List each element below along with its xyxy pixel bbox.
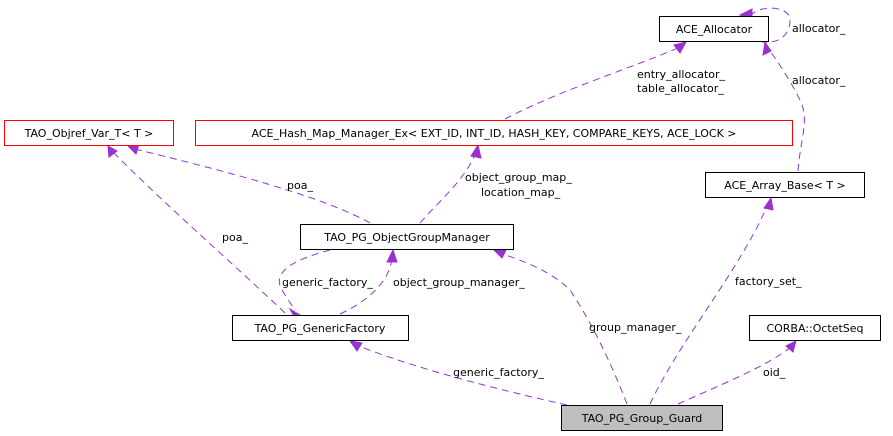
- edge-label: allocator_: [792, 74, 846, 87]
- arrowhead: [470, 143, 482, 159]
- node-label: ACE_Allocator: [676, 23, 753, 36]
- edge-label: poa_: [287, 179, 313, 192]
- edge-allocator-self: [749, 7, 791, 43]
- edge-label: generic_factory_: [453, 366, 544, 379]
- edge-label: allocator_: [792, 22, 846, 35]
- node-ace-array-base[interactable]: ACE_Array_Base< T >: [705, 172, 865, 198]
- edge-ogm-hashmap: [419, 151, 477, 224]
- edge-guard-factory: [355, 344, 568, 406]
- edge-label: oid_: [763, 366, 786, 379]
- arrowhead: [762, 40, 772, 56]
- edges: [112, 7, 805, 406]
- node-label: TAO_PG_ObjectGroupManager: [323, 231, 490, 244]
- edge-label: location_map_: [481, 186, 561, 199]
- edge-ogm-factory: [279, 249, 331, 311]
- node-tao-pg-group-guard: TAO_PG_Group_Guard: [561, 405, 723, 431]
- edge-label: group_manager_: [589, 321, 682, 334]
- edge-label: entry_allocator_: [637, 68, 726, 81]
- edge-label: poa_: [222, 231, 248, 244]
- edge-label: factory_set_: [735, 275, 802, 288]
- node-corba-octetseq[interactable]: CORBA::OctetSeq: [749, 315, 881, 341]
- edge-labels: allocator_ entry_allocator_ table_alloca…: [222, 22, 846, 379]
- node-label: ACE_Hash_Map_Manager_Ex< EXT_ID, INT_ID,…: [251, 127, 736, 140]
- arrowhead: [785, 340, 797, 353]
- edge-guard-octetseq: [677, 345, 793, 405]
- arrowhead: [348, 340, 363, 352]
- edge-factory-ogm: [339, 257, 393, 315]
- edge-ogm-objref: [134, 148, 371, 224]
- edge-hashmap-allocator: [504, 46, 681, 120]
- edge-guard-ogm: [499, 252, 628, 405]
- node-label: TAO_PG_GenericFactory: [254, 322, 386, 335]
- edge-guard-arraybase: [649, 203, 769, 405]
- edge-label: table_allocator_: [637, 82, 724, 95]
- node-label: CORBA::OctetSeq: [766, 322, 863, 335]
- edge-label: generic_factory_: [282, 276, 373, 289]
- node-ace-hash-map-manager-ex[interactable]: ACE_Hash_Map_Manager_Ex< EXT_ID, INT_ID,…: [195, 120, 793, 146]
- arrowhead: [492, 249, 507, 259]
- node-label: ACE_Array_Base< T >: [724, 179, 846, 192]
- edge-factory-objref: [112, 151, 286, 314]
- arrowhead: [673, 41, 687, 54]
- arrowhead: [386, 248, 398, 263]
- edge-label: object_group_manager_: [393, 276, 525, 289]
- node-label: TAO_PG_Group_Guard: [581, 412, 703, 425]
- node-tao-pg-genericfactory[interactable]: TAO_PG_GenericFactory: [232, 315, 409, 341]
- arrowhead: [763, 196, 774, 211]
- arrowhead: [107, 145, 118, 158]
- node-label: TAO_Objref_Var_T< T >: [24, 127, 154, 140]
- arrowheads: [107, 8, 797, 353]
- edge-label: object_group_map_: [465, 171, 572, 184]
- node-tao-objref-var-t[interactable]: TAO_Objref_Var_T< T >: [4, 120, 174, 146]
- node-tao-pg-objectgroupmanager[interactable]: TAO_PG_ObjectGroupManager: [300, 224, 514, 250]
- edge-arraybase-allocator: [767, 47, 805, 172]
- node-ace-allocator[interactable]: ACE_Allocator: [659, 16, 769, 42]
